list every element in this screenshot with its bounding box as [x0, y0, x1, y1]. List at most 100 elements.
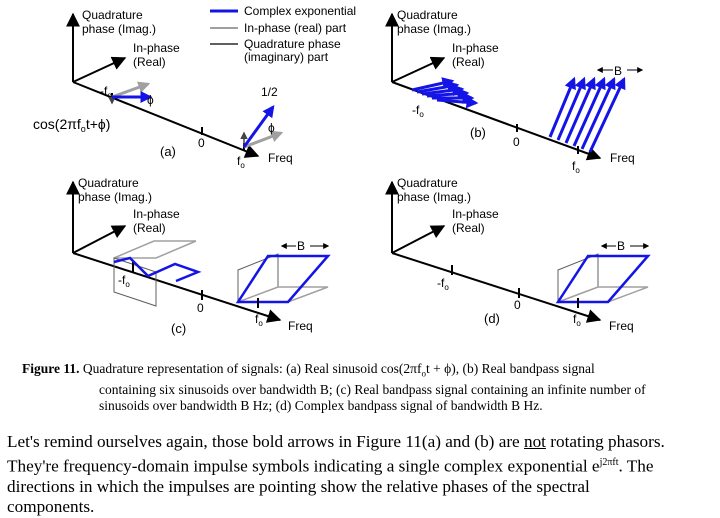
body-text: They're frequency-domain impulse symbols… [7, 456, 600, 476]
body-line-3: directions in which the impulses are poi… [7, 476, 590, 496]
neg-impulse [436, 96, 479, 109]
body-line-1: Let's remind ourselves again, those bold… [7, 432, 717, 453]
panel-c-label: (c) [171, 321, 186, 336]
inphase-axis [391, 56, 446, 83]
pos-impulse [564, 76, 596, 144]
bandwidth-label: B [614, 64, 622, 78]
pos-impulse [580, 76, 616, 150]
underlined-word: not [523, 432, 546, 451]
inphase-label: In-phase [452, 41, 499, 55]
pos-phasor [242, 105, 275, 148]
pos-inphase-envelope [557, 286, 649, 303]
inphase-axis [72, 225, 127, 254]
panel-b-label: (b) [470, 125, 486, 140]
pos-impulse [556, 76, 586, 141]
half-label: 1/2 [261, 85, 278, 99]
body-paragraph: Let's remind ourselves again, those bold… [7, 432, 717, 518]
caption-title: Figure 11. [22, 361, 80, 376]
inphase-label-2: (Real) [133, 221, 166, 235]
body-line-4: components. [7, 497, 95, 517]
neg-quadrature-envelope [113, 257, 157, 307]
neg-impulse [416, 80, 460, 94]
legend-label-quadrature: Quadrature phase [244, 37, 341, 51]
pos-impulse [548, 76, 576, 138]
body-text: Let's remind ourselves again, those bold… [7, 432, 524, 451]
body-text: . The [618, 456, 654, 476]
frequency-axis [72, 252, 282, 323]
exponent: j2πft [599, 456, 619, 468]
zero-label: 0 [514, 298, 521, 312]
freq-label: Freq [268, 151, 293, 165]
neg-fo-label: -fo [100, 84, 112, 100]
inphase-label-2: (Real) [452, 221, 485, 235]
zero-label: 0 [198, 136, 205, 150]
panel-d-label: (d) [484, 311, 500, 326]
neg-fo-label: -fo [437, 276, 449, 292]
freq-label: Freq [288, 319, 313, 333]
zero-label: 0 [513, 135, 520, 149]
inphase-axis [391, 225, 446, 254]
legend: Complex exponential In-phase (real) part… [210, 4, 356, 64]
neg-fo-label: -fo [118, 273, 130, 289]
bandwidth-label: B [617, 239, 625, 253]
phi-label-pos: ϕ [268, 121, 275, 135]
neg-impulse [421, 84, 465, 97]
pos-fo-label: fo [237, 154, 245, 170]
panel-d: Quadrature phase (Imag.) In-phase (Real)… [385, 176, 651, 333]
inphase-label-2: (Real) [133, 55, 166, 69]
inphase-label: In-phase [133, 207, 180, 221]
phi-label-neg: ϕ [147, 93, 154, 107]
caption-line-1: Figure 11. Quadrature representation of … [22, 361, 712, 382]
freq-label: Freq [609, 319, 634, 333]
panel-c: Quadrature phase (Imag.) In-phase (Real)… [66, 176, 331, 336]
legend-label-complex: Complex exponential [244, 4, 356, 18]
quadrature-label-2: phase (Imag.) [397, 22, 471, 36]
pos-fo-label: fo [572, 159, 580, 175]
pos-inphase-envelope [237, 286, 329, 303]
panel-a-label: (a) [160, 144, 176, 159]
quadrature-label: Quadrature [78, 176, 139, 190]
bandwidth-label: B [297, 239, 305, 253]
pos-impulse [588, 76, 626, 153]
panel-a: Quadrature phase (Imag.) In-phase (Real)… [33, 8, 293, 170]
quadrature-label: Quadrature [397, 176, 458, 190]
figure-caption: Figure 11. Quadrature representation of … [22, 361, 712, 414]
legend-label-quadrature-2: (imaginary) part [244, 50, 329, 64]
pos-spectrum [555, 254, 651, 304]
caption-subscript: o [421, 368, 426, 379]
inphase-label-2: (Real) [452, 55, 485, 69]
pos-spectrum [235, 254, 331, 304]
body-line-2: They're frequency-domain impulse symbols… [7, 453, 717, 477]
caption-text-1b: t + ϕ), (b) Real bandpass signal [425, 361, 595, 376]
caption-line-2: containing six sinusoids over bandwidth … [99, 381, 646, 397]
neg-impulse [426, 87, 470, 100]
quadrature-label-2: phase (Imag.) [78, 190, 152, 204]
quadrature-figure: Complex exponential In-phase (real) part… [33, 4, 651, 336]
legend-label-inphase: In-phase (real) part [244, 21, 347, 35]
pos-impulse [572, 76, 606, 147]
zero-label: 0 [197, 301, 204, 315]
pos-fo-label: fo [255, 312, 263, 328]
freq-label: Freq [610, 151, 635, 165]
inphase-label: In-phase [452, 207, 499, 221]
neg-fo-label: -fo [412, 103, 424, 119]
neg-inphase-envelope [113, 240, 197, 259]
caption-text-1: Quadrature representation of signals: (a… [79, 361, 422, 376]
quadrature-label: Quadrature [82, 8, 143, 22]
formula: cos(2πfot+ϕ) [33, 116, 110, 134]
caption-line-3: sinusoids over bandwidth B Hz; (d) Compl… [99, 397, 543, 413]
panel-b: Quadrature phase (Imag.) In-phase (Real)… [385, 8, 644, 175]
frequency-axis [391, 252, 602, 323]
quadrature-label: Quadrature [397, 8, 458, 22]
inphase-axis [72, 56, 127, 83]
neg-phasor-inphase-part [111, 81, 151, 99]
quadrature-label-2: phase (Imag.) [82, 22, 156, 36]
body-text: rotating phasors. [545, 432, 665, 451]
pos-phasor-inphase-part [243, 130, 284, 149]
frequency-axis [72, 81, 260, 158]
quadrature-label-2: phase (Imag.) [397, 190, 471, 204]
pos-fo-label: fo [573, 312, 581, 328]
neg-impulse [411, 77, 455, 92]
inphase-label: In-phase [133, 41, 180, 55]
neg-spectrum [113, 256, 202, 283]
